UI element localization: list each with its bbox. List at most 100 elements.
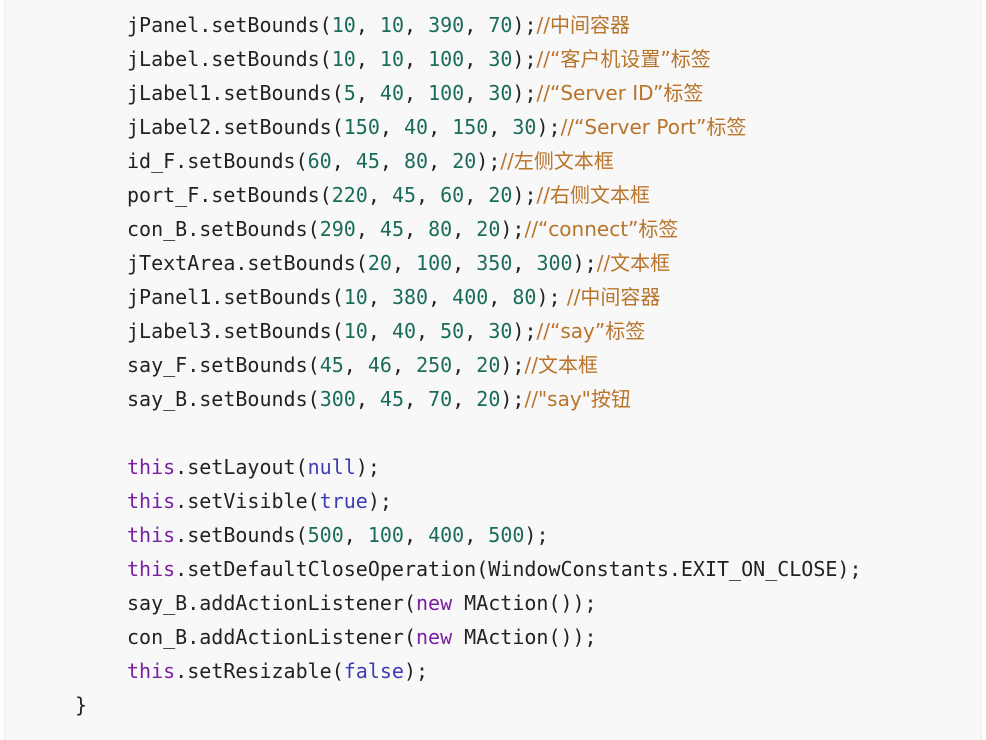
code-comment: //“客户机设置”标签 [536, 47, 711, 71]
method-name: setBounds [187, 149, 296, 173]
arg-number: 70 [488, 13, 513, 37]
code-line-set-layout: this.setLayout(null); [127, 450, 380, 484]
component-name: say_B [127, 387, 188, 411]
method-name: setBounds [211, 183, 320, 207]
component-name: say_F [127, 353, 188, 377]
arg-number: 500 [488, 523, 525, 547]
code-line-set-visible: this.setVisible(true); [127, 484, 392, 518]
arg-number: 380 [391, 285, 429, 309]
component-name: id_F [127, 149, 176, 173]
method-name: setBounds [211, 47, 320, 71]
arg-number: 390 [428, 13, 465, 37]
keyword-this: this [127, 523, 176, 547]
punct: ); [524, 523, 549, 547]
arg-number: 40 [379, 81, 404, 105]
arg-number: 300 [536, 251, 573, 275]
arg-number: 20 [367, 251, 392, 275]
method-call: .setLayout( [175, 455, 308, 479]
arg-number: 80 [512, 285, 537, 309]
arg-number: 30 [512, 115, 537, 139]
method-call: .setDefaultCloseOperation(WindowConstant… [175, 557, 862, 581]
code-comment: //中间容器 [536, 13, 630, 37]
arg-number: 20 [476, 353, 501, 377]
arg-number: 40 [403, 115, 429, 139]
code-comment: //文本框 [524, 353, 598, 377]
arg-number: 30 [488, 47, 513, 71]
punct: ); [355, 455, 380, 479]
arg-number: 400 [428, 523, 465, 547]
method-name: setBounds [223, 319, 332, 343]
constructor-call: MAction()); [452, 591, 597, 615]
code-line-set-bounds: say_B.setBounds(300, 45, 70, 20);//"say"… [127, 387, 631, 411]
arg-number: 45 [391, 183, 417, 207]
arg-number: 400 [452, 285, 489, 309]
code-line-set-bounds: con_B.setBounds(290, 45, 80, 20);//“conn… [127, 217, 679, 241]
arg-number: 150 [343, 115, 380, 139]
code-line-set-bounds: jLabel3.setBounds(10, 40, 50, 30);//“say… [127, 319, 646, 343]
arg-number: 350 [476, 251, 513, 275]
constructor-call: MAction()); [452, 625, 597, 649]
arg-number: 10 [379, 47, 404, 71]
arg-number: 20 [488, 183, 513, 207]
arg-number: 250 [416, 353, 453, 377]
arg-number: 46 [367, 353, 392, 377]
code-line-set-bounds: jLabel.setBounds(10, 10, 100, 30);//“客户机… [127, 47, 711, 71]
code-comment: //“connect”标签 [524, 217, 679, 241]
arg-number: 20 [476, 387, 501, 411]
code-comment: //“Server Port”标签 [560, 115, 747, 139]
arg-number: 30 [488, 81, 513, 105]
arg-number: 60 [307, 149, 332, 173]
arg-number: 20 [476, 217, 501, 241]
method-name: setBounds [199, 387, 308, 411]
arg-number: 5 [343, 81, 356, 105]
code-line-set-bounds: say_F.setBounds(45, 46, 250, 20);//文本框 [127, 353, 598, 377]
arg-number: 45 [379, 387, 404, 411]
arg-number: 100 [367, 523, 404, 547]
code-line-say-listener: say_B.addActionListener(new MAction()); [127, 586, 597, 620]
method-name: setBounds [211, 13, 320, 37]
code-line-set-resizable: this.setResizable(false); [127, 654, 428, 688]
method-name: setBounds [223, 81, 332, 105]
arg-number: 220 [331, 183, 368, 207]
code-line-set-bounds: jPanel1.setBounds(10, 380, 400, 80); //中… [127, 285, 661, 309]
arg-number: 60 [440, 183, 465, 207]
code-comment: //左侧文本框 [500, 149, 614, 173]
code-comment: //中间容器 [560, 285, 661, 309]
arg-number: 10 [331, 13, 356, 37]
method-name: setBounds [199, 217, 308, 241]
literal-null: null [307, 455, 356, 479]
closing-brace: } [75, 693, 88, 717]
arg-number: 10 [379, 13, 404, 37]
code-line-set-bounds: jLabel2.setBounds(150, 40, 150, 30);//“S… [127, 115, 747, 139]
code-line-set-bounds: jPanel.setBounds(10, 10, 390, 70);//中间容器 [127, 13, 630, 37]
arg-number: 10 [343, 285, 368, 309]
method-name: setBounds [223, 285, 332, 309]
method-call: say_B.addActionListener( [127, 591, 416, 615]
arg-number: 10 [343, 319, 368, 343]
arg-number: 290 [319, 217, 356, 241]
code-comment: //“Server ID”标签 [536, 81, 704, 105]
keyword-this: this [127, 557, 176, 581]
component-name: con_B [127, 217, 188, 241]
keyword-new: new [415, 591, 453, 615]
method-call: .setResizable( [175, 659, 344, 683]
component-name: port_F [127, 183, 200, 207]
code-line-frame-bounds: this.setBounds(500, 100, 400, 500); [127, 523, 549, 547]
component-name: jTextArea [127, 251, 236, 275]
code-line-set-bounds: jTextArea.setBounds(20, 100, 350, 300);/… [127, 251, 671, 275]
arg-number: 45 [319, 353, 344, 377]
arg-number: 40 [391, 319, 417, 343]
arg-number: 10 [331, 47, 356, 71]
code-line-con-listener: con_B.addActionListener(new MAction()); [127, 620, 597, 654]
code-comment: //右侧文本框 [536, 183, 650, 207]
arg-number: 80 [404, 149, 429, 173]
keyword-this: this [127, 455, 176, 479]
component-name: jLabel3 [127, 319, 212, 343]
code-comment: //文本框 [596, 251, 671, 275]
literal-true: true [319, 489, 368, 513]
component-name: jLabel2 [127, 115, 212, 139]
literal-false: false [343, 659, 404, 683]
keyword-this: this [127, 659, 176, 683]
arg-number: 150 [452, 115, 489, 139]
arg-number: 500 [307, 523, 344, 547]
